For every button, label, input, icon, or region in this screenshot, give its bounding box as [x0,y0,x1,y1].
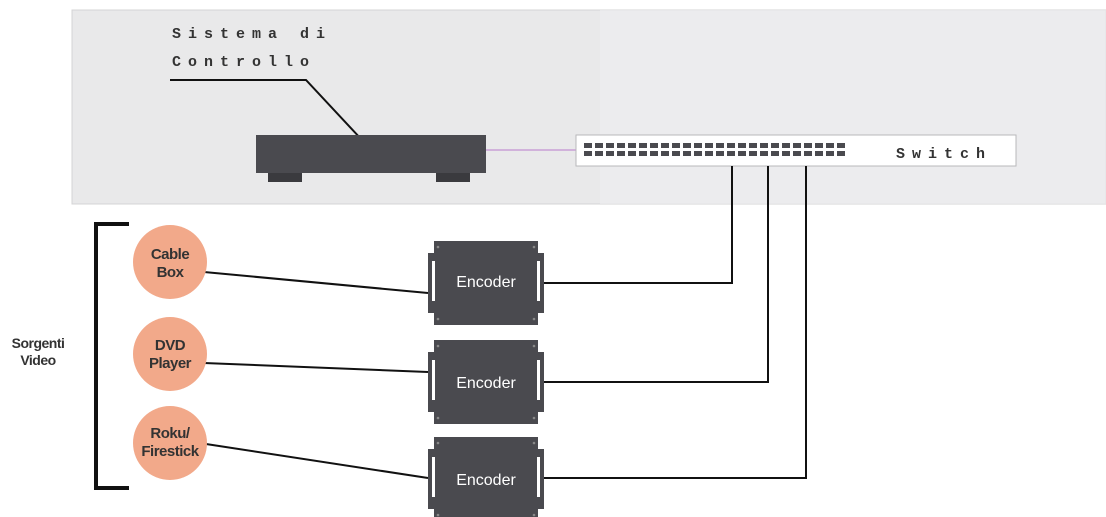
switch-port [837,143,845,148]
switch-port [683,151,691,156]
source-roku-firestick: Roku/ Firestick [133,406,207,480]
switch-port [694,143,702,148]
cable-switch-encoder-1 [543,166,733,284]
switch-port [716,151,724,156]
switch-port [815,151,823,156]
encoder-1: Encoder [428,241,544,325]
switch-port [837,151,845,156]
switch-port [826,143,834,148]
switch-port [727,143,735,148]
control-system-device [256,135,486,182]
panel-texture [600,10,1106,204]
switch-port [595,143,603,148]
switch-port [804,151,812,156]
source-label-line1: Cable [151,246,190,263]
switch-port [727,151,735,156]
source-label-line2: Player [149,355,192,372]
encoder-3: Encoder [428,437,544,517]
switch-label: Switch [896,146,992,163]
switch-port [771,143,779,148]
source-label-line2: Box [157,264,185,281]
switch-port [760,151,768,156]
switch-port [595,151,603,156]
switch-port [661,143,669,148]
switch-port [661,151,669,156]
switch-port [826,151,834,156]
encoder-label: Encoder [456,274,516,291]
switch-port [672,143,680,148]
switch-port [760,143,768,148]
switch-port [628,151,636,156]
switch-port [749,143,757,148]
cable-source-encoder-1 [203,271,429,294]
switch-port [705,143,713,148]
control-system-label-line2: Controllo [172,54,316,71]
switch-port [650,151,658,156]
switch-port [804,143,812,148]
switch-port [584,151,592,156]
switch-port [771,151,779,156]
switch-port [606,143,614,148]
switch-port [793,151,801,156]
cable-switch-encoder-2 [543,166,769,383]
encoder-label: Encoder [456,472,516,489]
switch-port [584,143,592,148]
switch-port [683,143,691,148]
switch-port [738,143,746,148]
switch-port [782,151,790,156]
sources-bracket [94,222,129,490]
cable-source-encoder-2 [203,362,429,373]
switch-port [815,143,823,148]
switch-port [617,143,625,148]
switch-port [617,151,625,156]
switch-port [628,143,636,148]
encoder-label: Encoder [456,375,516,392]
encoder-2: Encoder [428,340,544,424]
network-switch: Switch [575,134,1017,167]
switch-port [782,143,790,148]
switch-port [639,151,647,156]
source-dvd-player: DVD Player [133,317,207,391]
cable-source-encoder-3 [205,443,429,479]
switch-port [639,143,647,148]
switch-port [749,151,757,156]
control-system-label-line1: Sistema di [172,26,332,43]
switch-port [650,143,658,148]
switch-port [793,143,801,148]
sources-group-label-line1: Sorgenti [12,335,65,351]
source-label-line2: Firestick [141,443,199,460]
sources-group-label-line2: Video [20,352,55,368]
switch-port [694,151,702,156]
source-label-line1: Roku/ [150,425,191,442]
switch-port [672,151,680,156]
switch-port [738,151,746,156]
cable-switch-encoder-3 [543,166,807,479]
switch-port [716,143,724,148]
switch-ports [584,143,845,156]
switch-port [606,151,614,156]
source-cable-box: Cable Box [133,225,207,299]
control-system-leader-line [170,79,363,141]
source-label-line1: DVD [155,337,186,354]
switch-port [705,151,713,156]
